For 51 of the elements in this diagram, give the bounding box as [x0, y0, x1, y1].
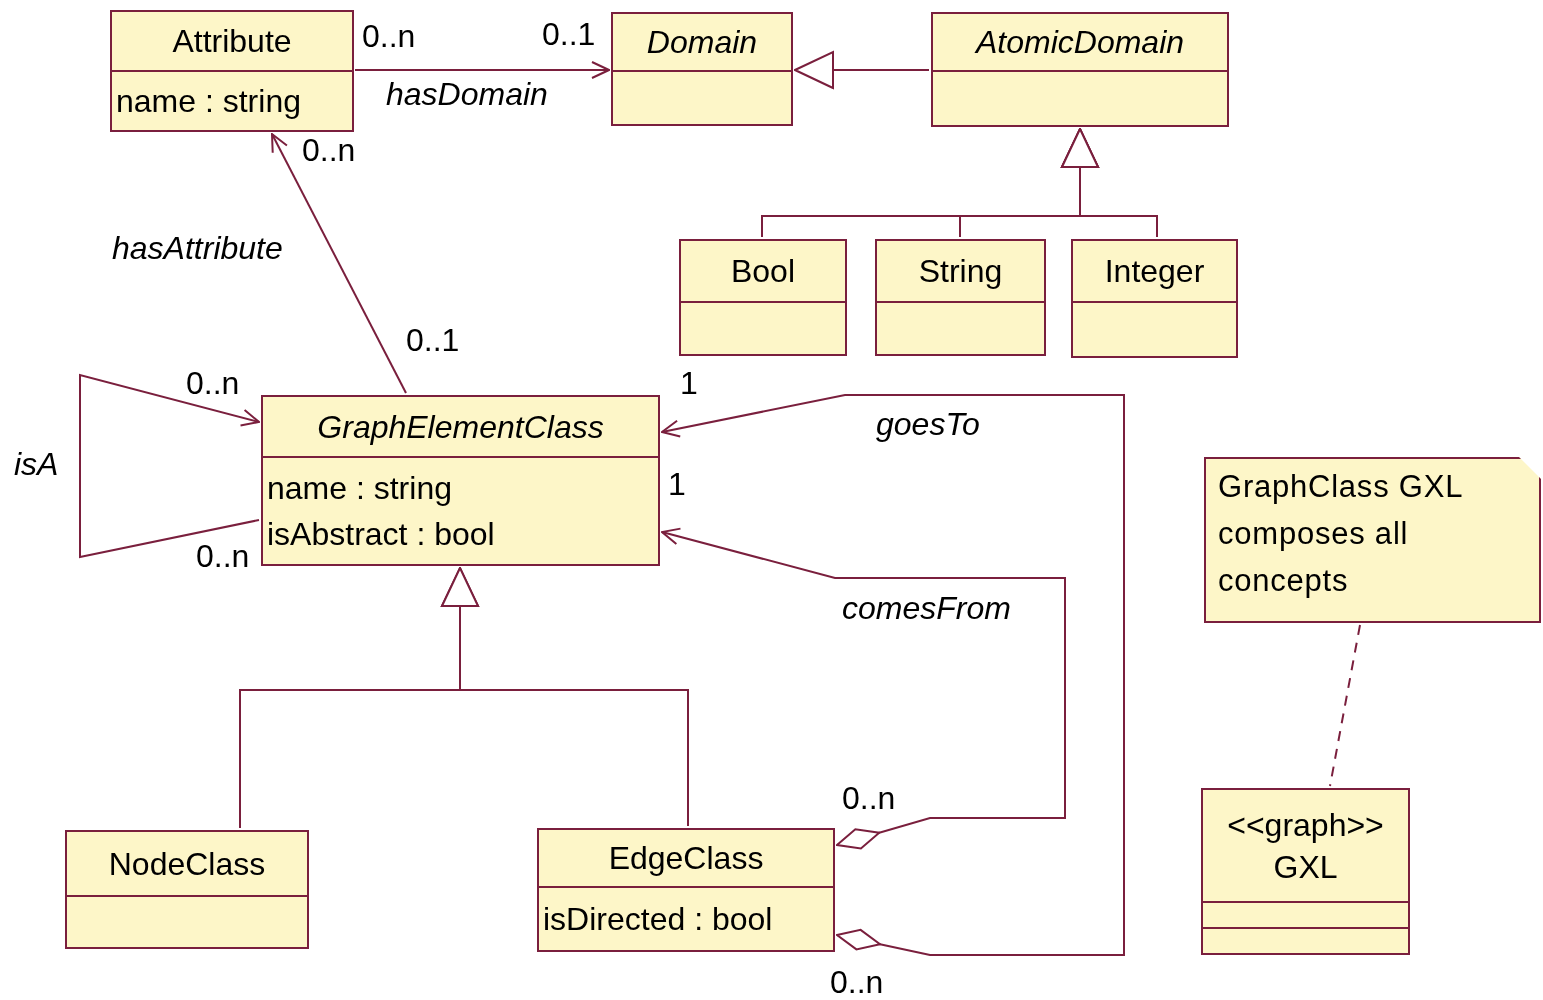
class-name: Domain: [646, 23, 758, 62]
multiplicity-label: 0..1: [542, 16, 596, 52]
multiplicity-label: 0..n: [842, 780, 896, 816]
multiplicity-label: 0..1: [406, 322, 460, 358]
class-box: [679, 239, 847, 356]
class-name: EdgeClass: [608, 839, 764, 878]
class-name: GraphElementClass: [317, 407, 604, 447]
association-arrow: [661, 527, 1066, 850]
multiplicity-label: 1: [680, 365, 698, 401]
attribute-text: isDirected : bool: [543, 900, 774, 939]
generalization-arrow: [441, 567, 689, 827]
class-box: [611, 12, 793, 126]
multiplicity-label: 0..n: [830, 964, 884, 1000]
class-name: Attribute: [172, 22, 292, 61]
attribute-text: name : string: [116, 82, 302, 121]
note-text: GraphClass GXL composes all concepts: [1218, 468, 1464, 600]
dashed-connector: [1329, 624, 1361, 787]
generalization-arrow: [1061, 128, 1158, 238]
class-box: [65, 830, 309, 949]
class-box: [1201, 788, 1410, 955]
attribute-text: isAbstract : bool: [267, 515, 496, 554]
note-box: [1204, 457, 1541, 623]
multiplicity-label: 1: [668, 466, 686, 502]
multiplicity-label: 0..n: [196, 538, 250, 574]
edge-label: comesFrom: [842, 590, 1011, 626]
class-name: String: [918, 252, 1003, 291]
class-box: [110, 10, 354, 132]
association-arrow: [661, 394, 1125, 956]
generalization-arrow: [794, 51, 930, 89]
class-name: AtomicDomain: [975, 23, 1185, 62]
multiplicity-label: 0..n: [186, 365, 240, 401]
edge-label: hasDomain: [386, 76, 548, 112]
multiplicity-label: 0..n: [302, 132, 356, 168]
edge-label: goesTo: [876, 406, 980, 442]
edge-label: hasAttribute: [112, 230, 283, 266]
class-name: GXL: [1273, 847, 1338, 887]
class-box: [537, 828, 835, 952]
class-box: [931, 12, 1229, 127]
class-box: [261, 395, 660, 566]
attribute-text: name : string: [267, 469, 453, 508]
class-name: Integer: [1104, 252, 1205, 291]
class-name: NodeClass: [108, 844, 266, 884]
class-name: Bool: [730, 252, 795, 291]
multiplicity-label: 0..n: [362, 18, 416, 54]
class-box: [875, 239, 1046, 356]
class-box: [1071, 239, 1238, 358]
edge-label: isA: [14, 446, 59, 482]
association-arrow: [79, 373, 260, 559]
association-arrow: [354, 61, 610, 79]
association-arrow: [271, 133, 407, 394]
stereotype-label: <<graph>>: [1227, 805, 1384, 845]
